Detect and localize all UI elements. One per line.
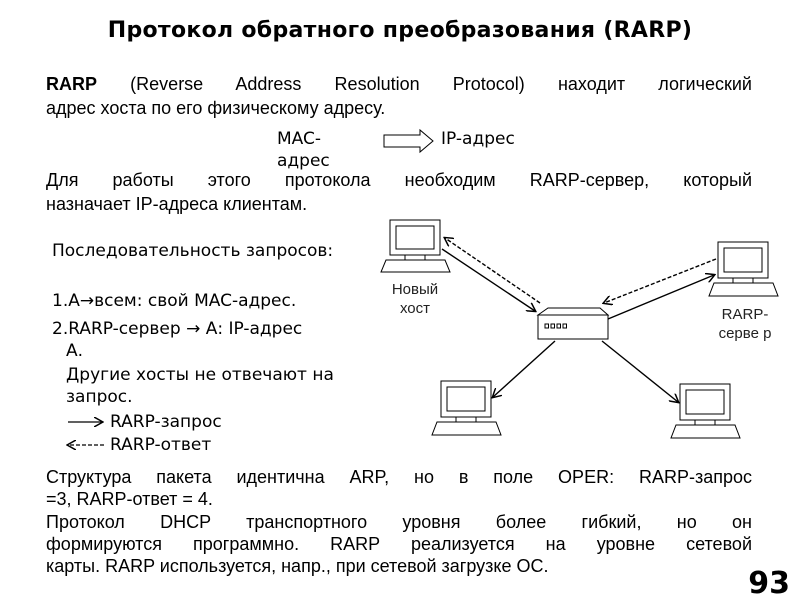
arrow-server-to-hub-response: [604, 258, 717, 303]
ip-address-label: IP-адрес: [441, 129, 515, 149]
server-note-line2: назначает IP-адреса клиентам.: [46, 194, 308, 214]
hollow-arrow-icon: [383, 128, 434, 154]
legend-response-label: RARP-ответ: [110, 435, 212, 455]
arrow-host-to-hub-request: [441, 248, 535, 311]
rarp-server-label: RARP-серве р: [718, 306, 772, 342]
dhcp-note-line1: Протокол DHCP транспортного уровня более…: [46, 512, 752, 532]
arrow-hub-to-host-bottom-left: [493, 340, 556, 397]
packet-note-line1: Структура пакета идентична ARP, но в пол…: [46, 467, 752, 487]
intro-paragraph: RARP (Reverse Address Resolution Protoco…: [46, 72, 752, 120]
slide-title: Протокол обратного преобразования (RARP): [107, 18, 693, 43]
new-host-label: Новый хост: [391, 281, 439, 317]
computer-icon-host-bottom-right: [670, 383, 741, 439]
computer-icon-host-bottom-left: [431, 380, 502, 436]
dhcp-note-line3: карты. RARP используется, напр., при сет…: [46, 556, 549, 576]
legend-request: RARP-запрос: [66, 411, 222, 433]
packet-structure-paragraph: Структура пакета идентична ARP, но в пол…: [46, 466, 752, 510]
sequence-title: Последовательность запросов:: [52, 241, 334, 261]
intro-line1: (Reverse Address Resolution Protocol) на…: [97, 74, 752, 94]
arrow-hub-to-host-response: [445, 238, 541, 304]
server-note-line1: Для работы этого протокола необходим RAR…: [46, 170, 752, 190]
arrow-hub-to-host-bottom-right: [601, 340, 678, 402]
dhcp-paragraph: Протокол DHCP транспортного уровня более…: [46, 511, 752, 577]
mac-address-label: MAC-адрес: [277, 129, 330, 171]
legend-response: RARP-ответ: [66, 434, 211, 456]
legend-request-label: RARP-запрос: [110, 412, 222, 432]
dhcp-note-line2: формируются программно. RARP реализуется…: [46, 534, 752, 554]
sequence-step-2: 2.RARP-сервер → А: IP-адрес: [52, 319, 303, 339]
packet-note-line2: =3, RARP-ответ = 4.: [46, 489, 213, 509]
sequence-note: Другие хосты не отвечают на запрос.: [66, 365, 334, 407]
page-number: 93: [748, 566, 790, 601]
computer-icon-new-host: [380, 219, 451, 273]
sequence-step-2-cont: А.: [66, 341, 84, 361]
server-note-paragraph: Для работы этого протокола необходим RAR…: [46, 168, 752, 216]
sequence-step-1: 1.A→всем: свой MAC-адрес.: [52, 291, 297, 311]
computer-icon-rarp-server: [708, 241, 779, 297]
arrow-hub-to-server-request: [607, 275, 714, 320]
intro-line2: адрес хоста по его физическому адресу.: [46, 98, 386, 118]
rarp-abbr: RARP: [46, 74, 98, 94]
hub-icon: [536, 307, 610, 340]
